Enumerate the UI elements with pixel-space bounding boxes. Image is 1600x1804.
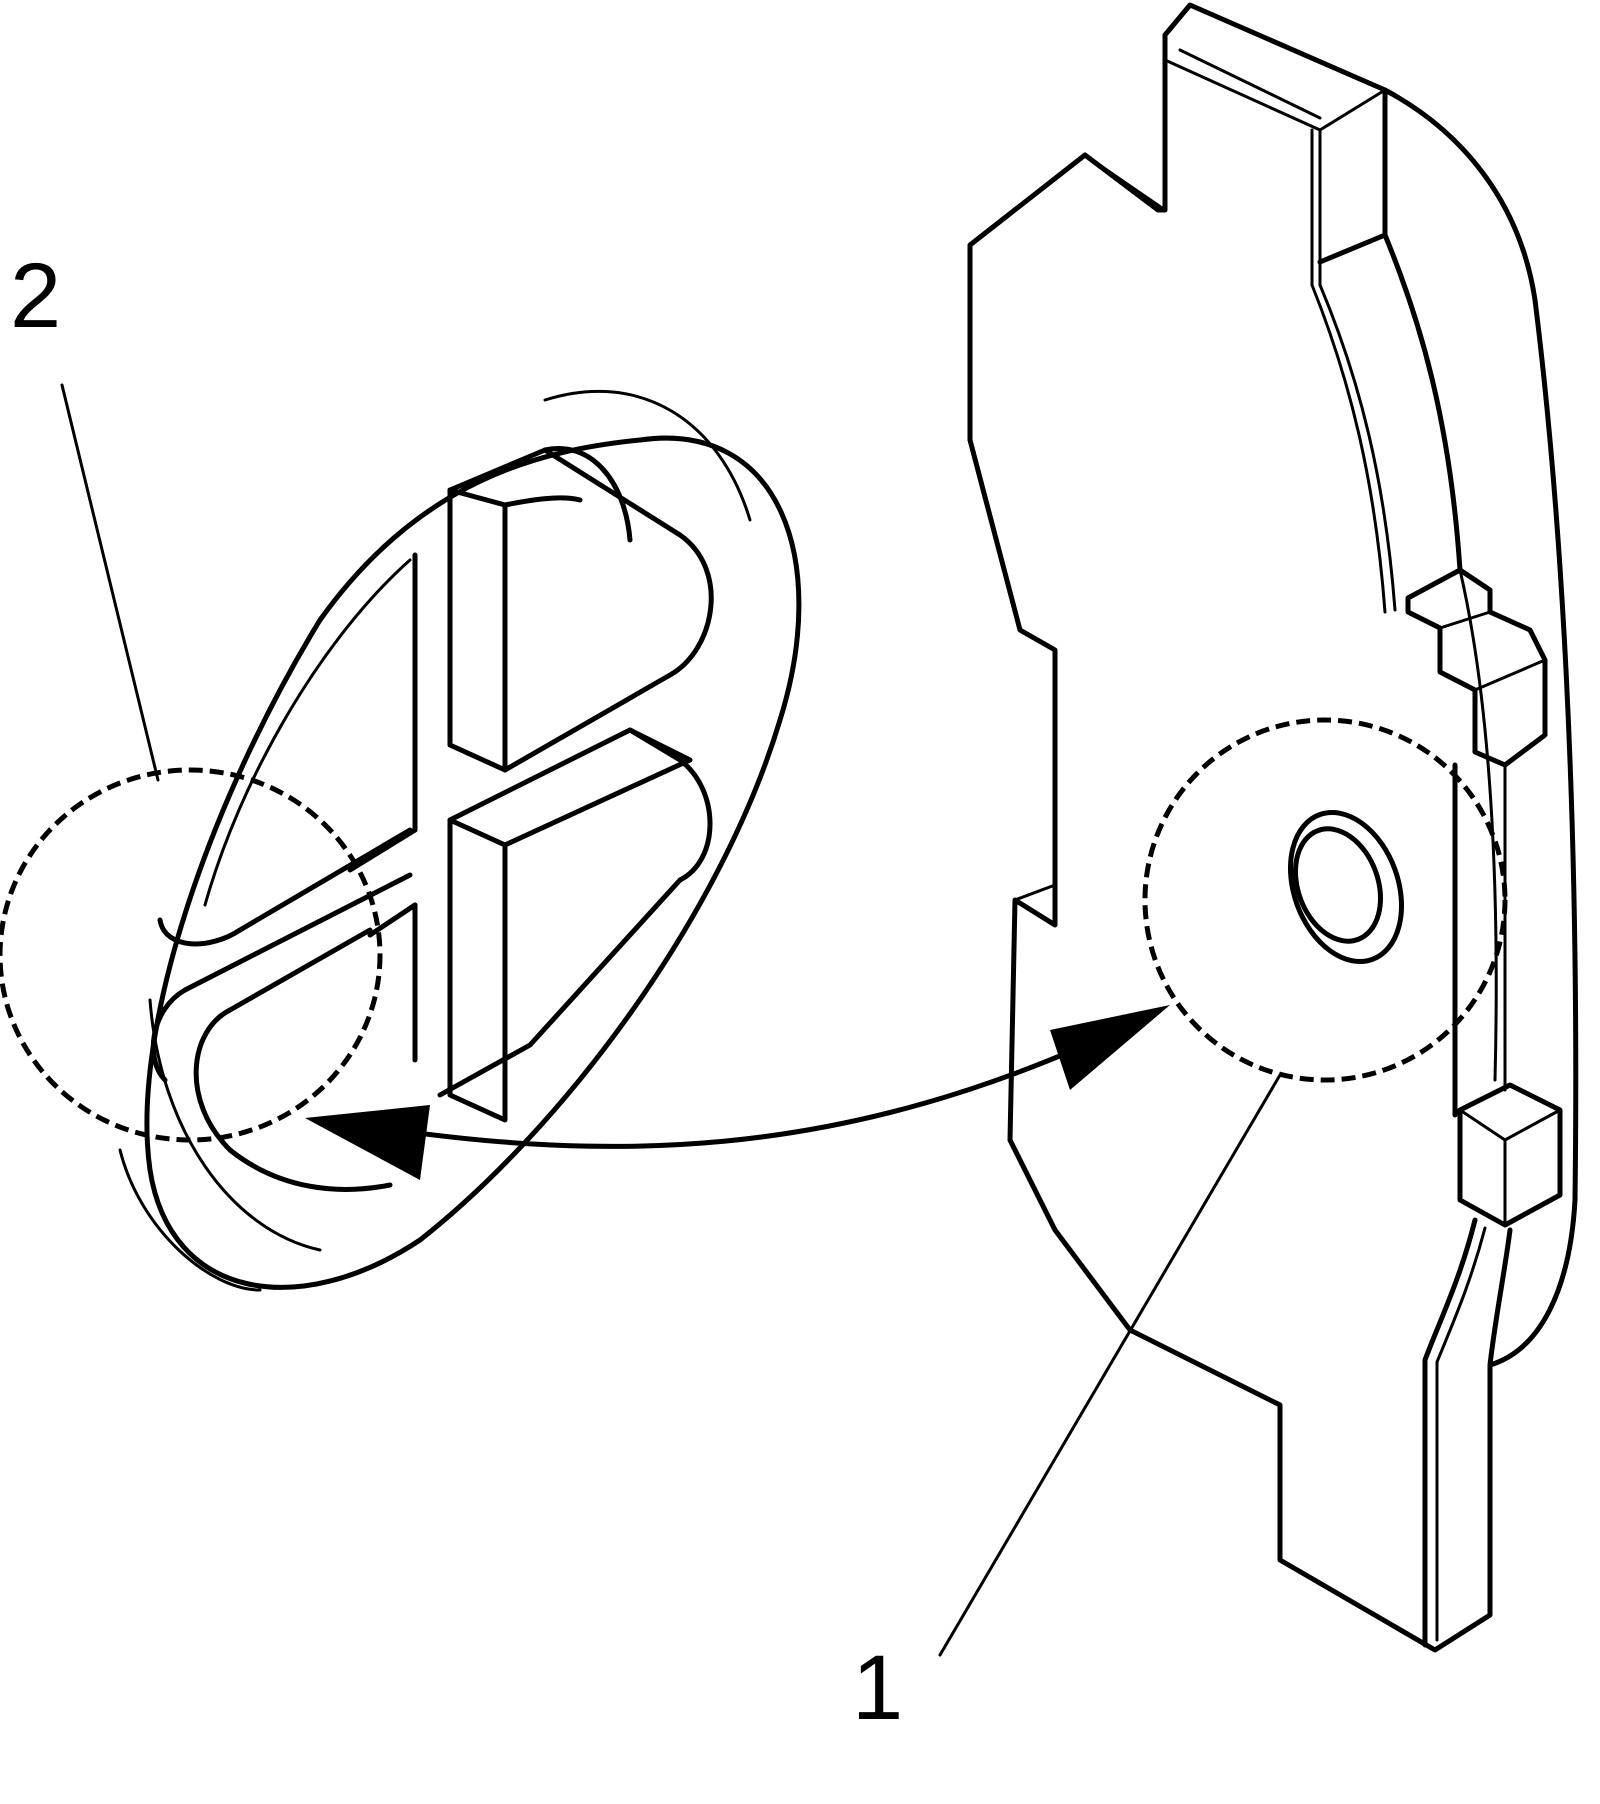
clip-loop-bottom-outer <box>150 872 413 1083</box>
detail-circle-2 <box>0 767 383 1143</box>
clip-block-lower-top <box>447 727 693 848</box>
leader-line-2 <box>60 383 160 782</box>
plate-step-block-upper <box>1405 567 1548 768</box>
plate-right-strip-inner <box>1318 283 1397 612</box>
arrowhead-right <box>1050 1005 1170 1090</box>
plate-right-strip-outer <box>1382 232 1463 573</box>
clip-loop-lower <box>437 727 713 1098</box>
plate-top-tab-face <box>1163 33 1387 132</box>
plate-part <box>967 2 1579 1653</box>
plate-step-block-lower <box>1457 1082 1563 1228</box>
plate-back-edge-inner <box>1458 568 1498 1082</box>
plate-boss-inner <box>1292 826 1384 944</box>
clip-inner-oval-top <box>203 558 412 907</box>
clip-arc-left <box>118 1148 262 1292</box>
plate-step-block-lower-lines <box>1458 1108 1562 1227</box>
clip-part <box>118 390 802 1292</box>
plate-step-block-upper-lines <box>1438 610 1547 754</box>
clip-loop-upper <box>502 447 714 773</box>
leader-line-1 <box>938 1073 1282 1657</box>
clip-block-lower <box>447 817 508 1123</box>
callout-label-1: 1 <box>852 1637 904 1739</box>
relation-arrow-line <box>327 1017 1143 1149</box>
plate-right-strip-inner-2 <box>1310 283 1387 614</box>
plate-top-tab-face-inner <box>1178 48 1322 120</box>
plate-top-tab <box>1162 2 1388 265</box>
clip-block-upper <box>447 487 508 773</box>
arrowhead-left <box>305 1105 430 1180</box>
callout-label-2: 2 <box>10 245 62 347</box>
clip-loop-lower-arc <box>157 827 413 947</box>
plate-back-edge <box>1382 87 1579 1368</box>
clip-loop-bottom <box>193 927 393 1192</box>
plate-left-notch <box>1083 153 1167 212</box>
clip-outer-oval <box>144 435 802 1290</box>
plate-boss-outer <box>1287 809 1405 965</box>
plate-outline-left <box>967 32 1493 1653</box>
clip-arc-top <box>543 390 752 522</box>
plate-lower-strip-outer <box>1487 1227 1513 1368</box>
detail-circle-1 <box>1142 717 1508 1083</box>
plate-lower-strip <box>1422 1217 1478 1648</box>
clip-block-upper-top <box>447 446 633 543</box>
relation-arrow <box>305 1005 1170 1180</box>
plate-boss <box>1287 809 1405 965</box>
plate-side-notch <box>1013 883 1057 927</box>
clip-center-branch <box>347 827 418 938</box>
clip-inner-oval-bottom <box>148 998 322 1252</box>
plate-lower-strip-inner <box>1435 1226 1487 1642</box>
